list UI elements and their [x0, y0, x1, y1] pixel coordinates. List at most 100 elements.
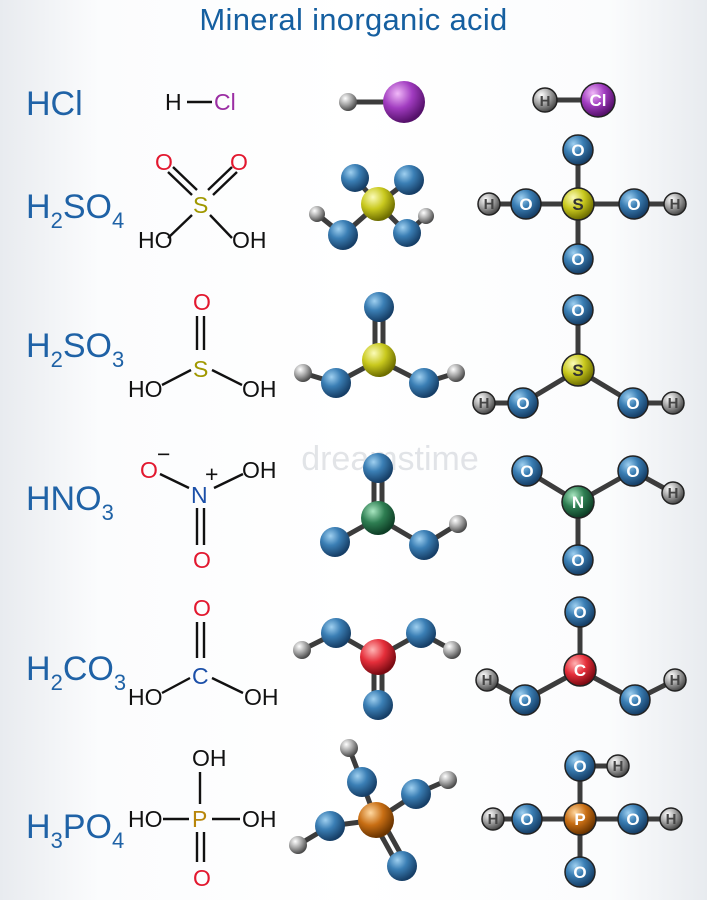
- row-hcl: HCl H Cl H Cl: [26, 81, 616, 123]
- structural-formula-hcl: H Cl: [165, 89, 236, 115]
- atom-label: HO: [128, 684, 163, 710]
- atom-label: H: [668, 485, 679, 502]
- oxygen-atom: [619, 684, 651, 716]
- structural-formula-hno3: O − N + OH O: [140, 441, 277, 573]
- hydrogen-atom: [339, 93, 357, 111]
- hydrogen-atom: [661, 391, 685, 415]
- ball-stick-model-h2so3: [294, 292, 465, 398]
- oxygen-atom: [347, 767, 377, 797]
- hydrogen-atom: [449, 515, 467, 533]
- atom-label: OH: [192, 745, 227, 771]
- atom-label: H: [479, 395, 490, 412]
- atom-label: P: [574, 810, 585, 829]
- hydrogen-atom: [663, 668, 687, 692]
- formula-hcl: HCl: [26, 85, 83, 123]
- atom-label: O: [193, 289, 211, 315]
- atom-label: O: [571, 301, 584, 320]
- labeled-model-hno3: O O H N O: [511, 455, 685, 576]
- ball-stick-model-h2co3: [293, 618, 461, 720]
- hydrogen-atom: [443, 641, 461, 659]
- atom-label: HO: [128, 376, 163, 402]
- row-hno3: HNO3 O − N + OH O: [26, 441, 685, 576]
- phosphorus-atom: [358, 802, 394, 838]
- oxygen-atom: [328, 220, 358, 250]
- atom-label: H: [670, 196, 681, 213]
- oxygen-atom: [511, 803, 543, 835]
- labeled-model-h2so3: O S H O O H: [472, 294, 685, 419]
- atom-label: N: [572, 493, 584, 512]
- hydrogen-atom: [340, 739, 358, 757]
- oxygen-atom: [321, 368, 351, 398]
- formula-h3po4: H3PO4: [26, 808, 124, 853]
- hydrogen-atom: [659, 807, 683, 831]
- atom-label: H: [165, 89, 182, 115]
- atom-label: H: [668, 395, 679, 412]
- atom-label: O: [627, 195, 640, 214]
- labeled-model-hcl: H Cl: [532, 82, 616, 118]
- atom-label: O: [571, 141, 584, 160]
- atom-label: O: [193, 865, 211, 891]
- atom-label: OH: [244, 684, 279, 710]
- oxygen-atom: [320, 527, 350, 557]
- oxygen-atom: [562, 294, 594, 326]
- nitrogen-atom: [361, 501, 395, 535]
- charge-label: +: [205, 461, 218, 487]
- hydrogen-atom: [475, 668, 499, 692]
- structural-formula-h2so4: O O S HO OH: [138, 149, 267, 253]
- oxygen-atom: [364, 292, 394, 322]
- atom-label: OH: [242, 457, 277, 483]
- atom-label: Cl: [590, 91, 607, 110]
- atom-label: O: [626, 810, 639, 829]
- atom-label: O: [626, 394, 639, 413]
- hydrogen-atom: [309, 206, 325, 222]
- phosphorus-atom: [563, 802, 597, 836]
- hydrogen-atom: [447, 364, 465, 382]
- sulfur-atom: [561, 187, 595, 221]
- atom-label: O: [573, 757, 586, 776]
- atom-label: O: [520, 810, 533, 829]
- row-h2so4: H2SO4 O O S HO OH: [26, 134, 687, 275]
- oxygen-atom: [562, 544, 594, 576]
- hydrogen-atom: [294, 364, 312, 382]
- hydrogen-atom: [472, 391, 496, 415]
- oxygen-atom: [617, 803, 649, 835]
- oxygen-atom: [617, 387, 649, 419]
- oxygen-atom: [363, 453, 393, 483]
- formula-h2so3: H2SO3: [26, 327, 124, 372]
- atom-label: O: [519, 195, 532, 214]
- oxygen-atom: [409, 530, 439, 560]
- oxygen-atom: [406, 618, 436, 648]
- oxygen-atom: [394, 165, 424, 195]
- atom-label: O: [516, 394, 529, 413]
- atom-label: OH: [232, 227, 267, 253]
- atom-label: O: [571, 551, 584, 570]
- page-title: Mineral inorganic acid: [199, 2, 508, 37]
- oxygen-atom: [387, 851, 417, 881]
- atom-label: OH: [242, 806, 277, 832]
- oxygen-atom: [511, 455, 543, 487]
- atom-label: O: [571, 250, 584, 269]
- labeled-model-h3po4: O H H O P O H O: [481, 750, 683, 888]
- atom-label: H: [666, 811, 677, 828]
- carbon-atom: [563, 653, 597, 687]
- hydrogen-atom: [418, 208, 434, 224]
- atom-label: H: [488, 811, 499, 828]
- labeled-model-h2co3: O C H O O H: [475, 596, 687, 716]
- carbon-atom: [360, 639, 396, 675]
- hydrogen-atom: [481, 807, 505, 831]
- hydrogen-atom: [661, 481, 685, 505]
- ball-stick-model-hno3: [320, 453, 467, 560]
- atom-label: H: [482, 672, 493, 689]
- atom-label: O: [628, 691, 641, 710]
- atom-label: O: [193, 595, 211, 621]
- atom-label: C: [192, 663, 209, 689]
- atom-label: H: [670, 672, 681, 689]
- oxygen-atom: [509, 684, 541, 716]
- oxygen-atom: [562, 243, 594, 275]
- ball-stick-model-h2so4: [309, 164, 434, 250]
- hydrogen-atom: [477, 192, 501, 216]
- hydrogen-atom: [663, 192, 687, 216]
- atom-label: O: [626, 462, 639, 481]
- atom-label: O: [193, 547, 211, 573]
- atom-label: HO: [128, 806, 163, 832]
